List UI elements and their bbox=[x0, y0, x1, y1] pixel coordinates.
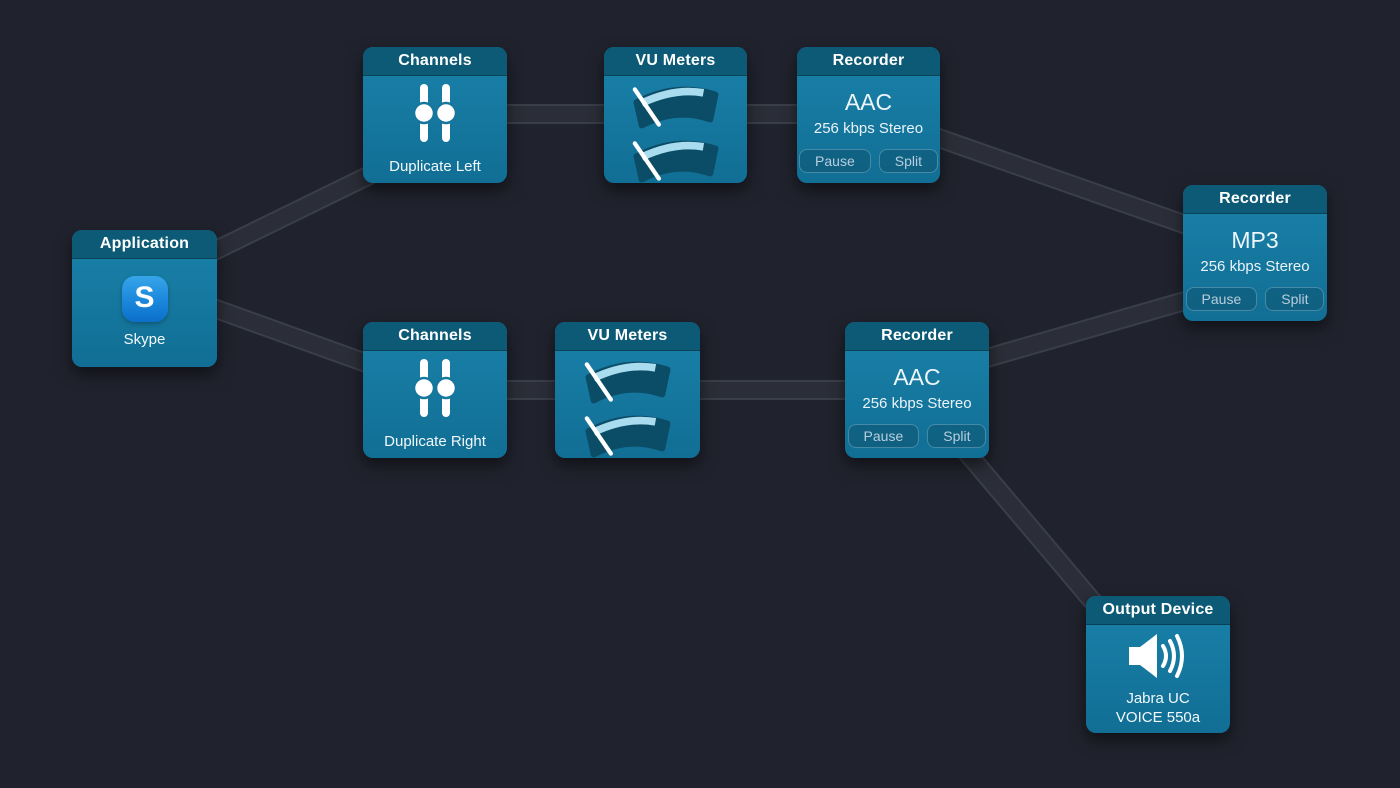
split-button[interactable]: Split bbox=[927, 423, 987, 448]
node-vu-meters-top[interactable]: VU Meters bbox=[604, 47, 747, 183]
speaker-icon bbox=[1127, 631, 1189, 686]
node-vu-meters-bottom[interactable]: VU Meters bbox=[555, 322, 700, 458]
node-header: Channels bbox=[363, 47, 507, 76]
node-header: Application bbox=[72, 230, 217, 259]
node-header: VU Meters bbox=[604, 47, 747, 76]
pause-button[interactable]: Pause bbox=[799, 148, 871, 173]
node-header: Recorder bbox=[797, 47, 940, 76]
node-output-device[interactable]: Output Device Jabra UC VOICE 550a bbox=[1086, 596, 1230, 733]
vu-meter-icon bbox=[624, 80, 728, 182]
node-channels-duplicate-left[interactable]: Channels Duplicate Left bbox=[363, 47, 507, 183]
wire-cores bbox=[192, 106, 1203, 618]
node-application-skype[interactable]: Application S Skype bbox=[72, 230, 217, 367]
split-button[interactable]: Split bbox=[878, 148, 938, 173]
vu-meter-icon bbox=[576, 355, 680, 457]
node-caption: Jabra UC VOICE 550a bbox=[1115, 689, 1201, 726]
sliders-icon bbox=[406, 82, 464, 149]
pause-button[interactable]: Pause bbox=[1185, 286, 1258, 311]
recorder-detail: 256 kbps Stereo bbox=[813, 119, 924, 137]
node-channels-duplicate-right[interactable]: Channels Duplicate Right bbox=[363, 322, 507, 458]
sliders-icon bbox=[406, 357, 464, 424]
node-header: Channels bbox=[363, 322, 507, 351]
node-header: Recorder bbox=[1183, 185, 1327, 214]
node-recorder-aac-bottom[interactable]: Recorder AAC 256 kbps Stereo Pause Split bbox=[845, 322, 989, 458]
split-button[interactable]: Split bbox=[1265, 286, 1325, 311]
recorder-detail: 256 kbps Stereo bbox=[862, 394, 972, 412]
recorder-format: MP3 bbox=[1231, 226, 1279, 253]
node-caption: Duplicate Right bbox=[384, 433, 486, 451]
recorder-format: AAC bbox=[893, 363, 941, 390]
node-header: VU Meters bbox=[555, 322, 700, 351]
node-caption: Skype bbox=[123, 331, 166, 349]
skype-icon: S bbox=[121, 276, 168, 323]
skype-letter: S bbox=[134, 281, 155, 315]
node-header: Recorder bbox=[845, 322, 989, 351]
node-recorder-aac-top[interactable]: Recorder AAC 256 kbps Stereo Pause Split bbox=[797, 47, 940, 183]
node-recorder-mp3[interactable]: Recorder MP3 256 kbps Stereo Pause Split bbox=[1183, 185, 1327, 321]
node-caption: Duplicate Left bbox=[389, 158, 481, 176]
recorder-detail: 256 kbps Stereo bbox=[1200, 257, 1310, 275]
pause-button[interactable]: Pause bbox=[847, 423, 920, 448]
recorder-format: AAC bbox=[844, 88, 893, 115]
node-header: Output Device bbox=[1086, 596, 1230, 625]
